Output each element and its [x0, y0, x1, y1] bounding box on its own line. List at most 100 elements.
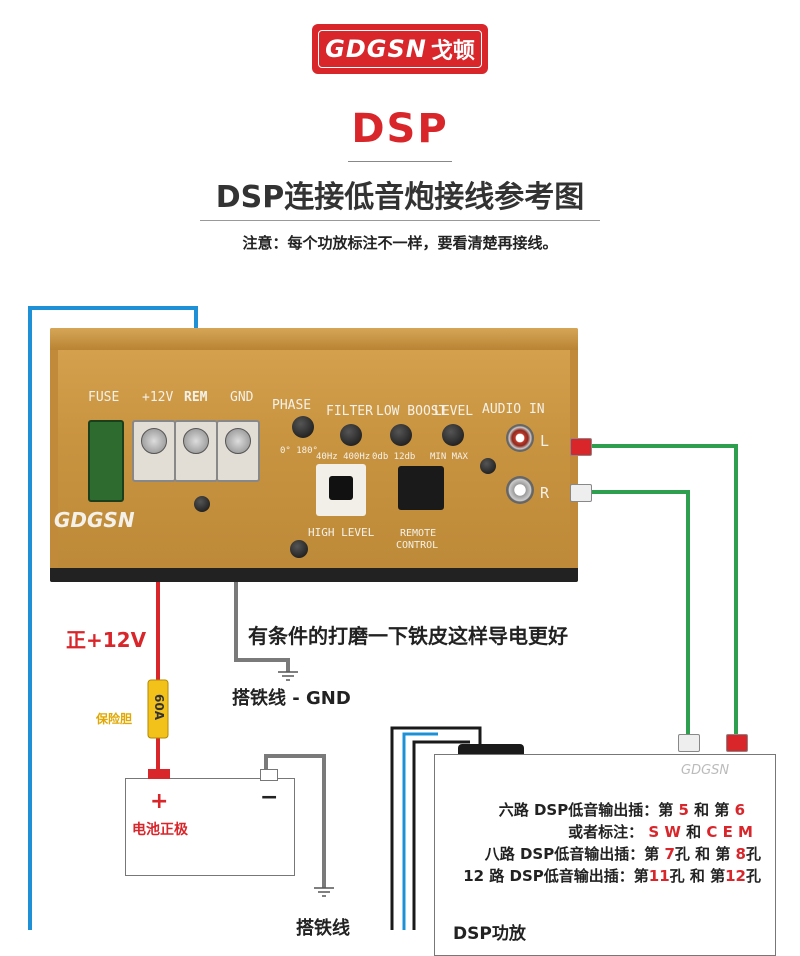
dsp-line-number: 7: [664, 845, 675, 863]
terminal-rem[interactable]: [174, 420, 218, 482]
rca-right-input[interactable]: [506, 476, 534, 504]
dsp-line-text: 12 路 DSP低音输出插：第: [463, 867, 649, 885]
dsp-line-text: 或者标注：: [568, 823, 649, 841]
level-label: LEVEL: [434, 404, 474, 419]
subtitle-divider: [200, 220, 600, 221]
positive-label: 正+12V: [66, 628, 147, 652]
signal-wire-right: [590, 490, 690, 734]
audio-in-label: AUDIO IN: [482, 402, 545, 417]
dsp-line-number: 6: [734, 801, 745, 819]
boost-scale: 0db 12db: [372, 452, 416, 462]
dsp-line-text: 孔: [745, 867, 761, 885]
fuse-caption: 保险胆: [96, 712, 133, 726]
terminal-plus12v[interactable]: [132, 420, 176, 482]
dsp-black-wire-2: [412, 740, 470, 930]
phase-knob[interactable]: [292, 416, 314, 438]
screw-icon: [183, 428, 209, 454]
filter-label: FILTER: [326, 404, 373, 419]
wiring-note: 注意：每个功放标注不一样，要看清楚再接线。: [242, 234, 558, 252]
screw-icon: [225, 428, 251, 454]
dsp-line-text: 和: [680, 823, 707, 841]
brand-logo-cn: 戈顿: [430, 39, 475, 64]
connector-icon: [329, 476, 353, 500]
page-subtitle: DSP连接低音炮接线参考图: [215, 180, 585, 215]
amplifier-panel: FUSE +12V REM GND GDGSN PHASE 0° 180° FI…: [50, 328, 578, 582]
ground-symbol-top: [278, 671, 298, 681]
ground-label: 搭铁线 - GND: [232, 688, 351, 709]
fuse-label: FUSE: [88, 390, 120, 405]
rca-plug-left: [570, 438, 592, 456]
brand-logo: GDGSN 戈顿: [312, 24, 488, 74]
rca-plug-dsp-right: [678, 734, 700, 752]
dsp-line-text: 八路 DSP低音输出插：第: [484, 845, 665, 863]
dsp-line-alt-label: 或者标注： S W 和 C E M: [568, 821, 753, 842]
rca-plug-dsp-left: [726, 734, 748, 752]
ground-wire-battery: [264, 754, 326, 888]
mount-screw-icon: [194, 496, 210, 512]
filter-scale: 40Hz 400Hz: [316, 452, 371, 462]
dsp-line-text: 六路 DSP低音输出插：第: [498, 801, 679, 819]
ground-symbol-bottom: [314, 887, 334, 897]
dsp-line-text: 孔: [745, 845, 761, 863]
dsp-line-eight-channel: 八路 DSP低音输出插：第 7孔 和 第 8孔: [485, 843, 761, 864]
mount-screw-icon: [480, 458, 496, 474]
level-knob[interactable]: [442, 424, 464, 446]
dsp-line-number: S W: [648, 823, 681, 841]
dsp-line-twelve-channel: 12 路 DSP低音输出插：第11孔 和 第12孔: [463, 865, 761, 886]
dsp-line-text: 孔 和 第: [669, 867, 726, 885]
amp-top-edge: [50, 328, 578, 350]
left-channel-label: L: [540, 432, 550, 450]
plus12v-label: +12V: [142, 390, 174, 405]
fuse-value: 60A: [152, 694, 166, 720]
dsp-device-label: DSP功放: [453, 924, 526, 944]
dsp-line-number: 8: [735, 845, 746, 863]
polish-tip: 有条件的打磨一下铁皮这样导电更好: [248, 624, 568, 648]
dsp-line-text: 和 第: [688, 801, 735, 819]
battery-negative-terminal: [260, 769, 278, 781]
dsp-blue-wire: [402, 732, 438, 930]
dsp-line-number: 11: [648, 867, 670, 885]
rca-left-input[interactable]: [506, 424, 534, 452]
page-title: DSP: [351, 106, 449, 152]
battery-positive-terminal: [148, 769, 170, 779]
rca-plug-right: [570, 484, 592, 502]
terminal-gnd[interactable]: [216, 420, 260, 482]
dsp-line-text: 孔 和 第: [674, 845, 736, 863]
dsp-line-number: C E M: [706, 823, 753, 841]
battery-minus-sign: −: [260, 785, 279, 810]
remote-control-port[interactable]: [398, 466, 444, 510]
remote-label: REMOTE: [400, 528, 437, 539]
gnd-label: GND: [230, 390, 254, 405]
level-scale: MIN MAX: [430, 452, 468, 462]
dsp-line-six-channel: 六路 DSP低音输出插：第 5 和 第 6: [499, 799, 745, 820]
dsp-black-wire-1: [390, 726, 482, 930]
phase-label: PHASE: [272, 398, 312, 413]
rem-label: REM: [184, 390, 208, 405]
brand-logo-frame: GDGSN 戈顿: [318, 30, 482, 68]
low-boost-knob[interactable]: [390, 424, 412, 446]
ground-label-bottom: 搭铁线: [296, 918, 350, 939]
dsp-logo: GDGSN: [681, 763, 730, 778]
right-channel-label: R: [540, 484, 550, 502]
high-level-label: HIGH LEVEL: [308, 526, 375, 539]
signal-wire-left: [590, 444, 738, 734]
battery: + − 电池正极: [125, 769, 295, 876]
control-label: CONTROL: [396, 540, 439, 551]
high-level-input[interactable]: [316, 464, 366, 516]
phase-scale: 0° 180°: [280, 446, 318, 456]
filter-knob[interactable]: [340, 424, 362, 446]
brand-logo-latin: GDGSN: [325, 35, 427, 63]
screw-icon: [141, 428, 167, 454]
amp-bottom-edge: [50, 568, 578, 582]
mount-screw-icon: [290, 540, 308, 558]
fuse-holder: [88, 420, 124, 502]
battery-plus-sign: +: [150, 789, 169, 814]
fuse-body: [147, 679, 169, 739]
dsp-amplifier: GDGSN 六路 DSP低音输出插：第 5 和 第 6 或者标注： S W 和 …: [434, 754, 776, 956]
dsp-line-number: 12: [725, 867, 746, 885]
title-divider: [348, 161, 452, 162]
battery-label: 电池正极: [132, 822, 188, 838]
dsp-line-number: 5: [678, 801, 689, 819]
low-boost-label: LOW BOOST: [376, 404, 447, 419]
amp-logo: GDGSN: [54, 508, 135, 532]
